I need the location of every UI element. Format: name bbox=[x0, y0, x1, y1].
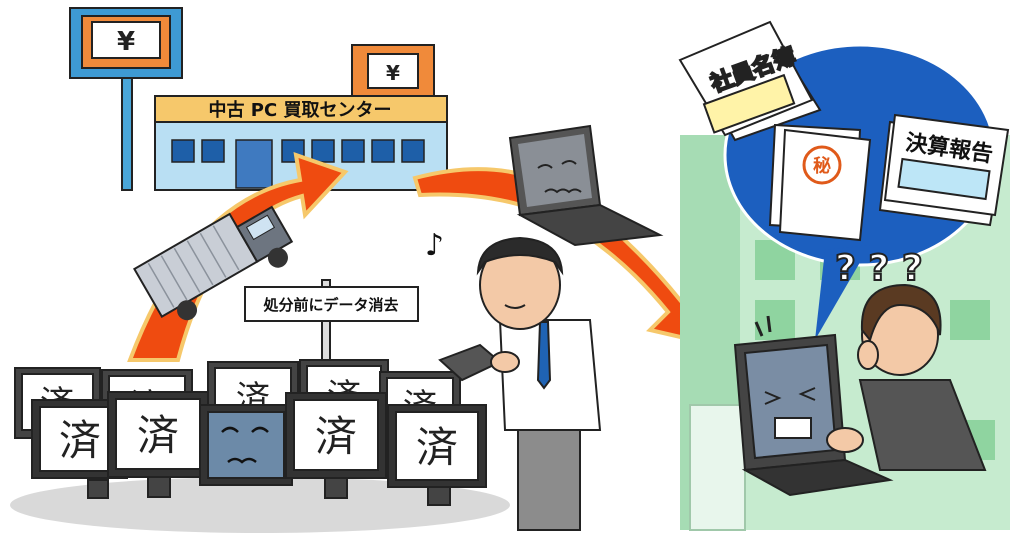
svg-text:済: 済 bbox=[137, 411, 179, 460]
floor-shadow bbox=[10, 477, 510, 533]
signpost-text: 処分前にデータ消去 bbox=[262, 296, 398, 314]
worried-laptop bbox=[508, 124, 664, 247]
question-marks: ? ? ? bbox=[835, 248, 923, 289]
signpost: 処分前にデータ消去 bbox=[244, 279, 419, 371]
yen-pole-sign: ¥ bbox=[69, 7, 183, 191]
used-pc-store: ¥ 中古 PC 買取センター bbox=[154, 44, 448, 191]
businessman bbox=[438, 236, 602, 531]
yen-roof-icon: ¥ bbox=[386, 61, 400, 85]
financial-report-document: 決算報告 bbox=[878, 113, 1010, 227]
woman-hand bbox=[826, 427, 864, 453]
worried-woman bbox=[857, 283, 987, 471]
truck bbox=[133, 205, 294, 321]
store-name: 中古 PC 買取センター bbox=[209, 99, 392, 121]
employee-list-document: 社員名簿 bbox=[678, 20, 822, 142]
monitor-labels-front: 済 済 済 済 bbox=[59, 411, 458, 472]
svg-text:済: 済 bbox=[59, 416, 101, 465]
confidential-stamp: 秘 bbox=[813, 155, 831, 177]
svg-text:済: 済 bbox=[416, 423, 458, 472]
music-note-icon: ♪ bbox=[425, 228, 444, 263]
yen-sign-icon: ¥ bbox=[117, 27, 135, 57]
svg-text:済: 済 bbox=[315, 412, 357, 461]
worried-monitor-face bbox=[221, 426, 269, 464]
confidential-document: 秘 bbox=[768, 123, 872, 242]
monitor-pile-front bbox=[31, 391, 487, 506]
